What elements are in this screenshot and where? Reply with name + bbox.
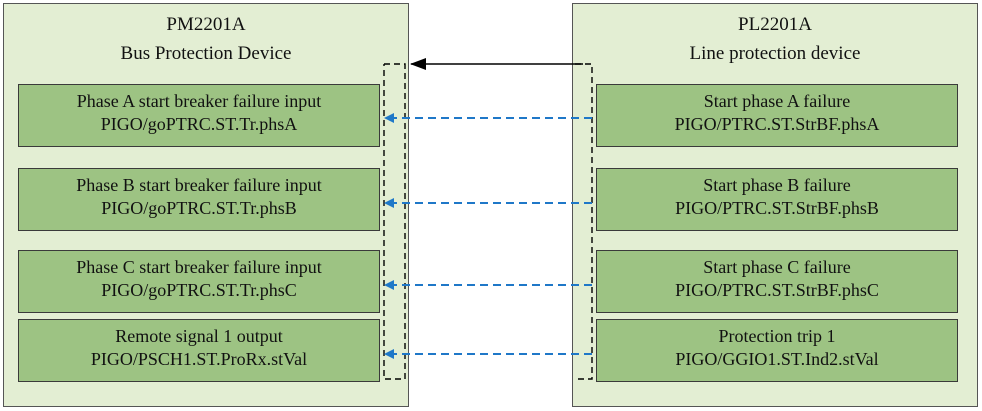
line-outputs-bracket xyxy=(575,63,593,380)
signal-name: Phase B start breaker failure input xyxy=(76,175,322,195)
bus-inputs-bracket xyxy=(383,63,406,380)
signal-name: Remote signal 1 output xyxy=(115,326,283,346)
signal-name: Start phase A failure xyxy=(703,91,851,111)
signal-name: Phase C start breaker failure input xyxy=(76,257,322,277)
line-device-name: Line protection device xyxy=(689,43,861,64)
signal-name: Start phase C failure xyxy=(703,257,851,277)
signal-ref: PIGO/PTRC.ST.StrBF.phsB xyxy=(675,198,879,218)
bus-device-model: PM2201A xyxy=(166,14,246,35)
bus-signal-remote-1: Remote signal 1 output PIGO/PSCH1.ST.Pro… xyxy=(18,319,380,382)
signal-name: Phase A start breaker failure input xyxy=(76,91,322,111)
line-signal-trip-1: Protection trip 1 PIGO/GGIO1.ST.Ind2.stV… xyxy=(596,319,958,382)
signal-ref: PIGO/GGIO1.ST.Ind2.stVal xyxy=(675,349,879,369)
signal-ref: PIGO/goPTRC.ST.Tr.phsB xyxy=(101,198,297,218)
line-signal-phase-a: Start phase A failure PIGO/PTRC.ST.StrBF… xyxy=(596,84,958,147)
line-signal-phase-b: Start phase B failure PIGO/PTRC.ST.StrBF… xyxy=(596,168,958,231)
signal-ref: PIGO/PTRC.ST.StrBF.phsA xyxy=(674,114,880,134)
line-signal-phase-c: Start phase C failure PIGO/PTRC.ST.StrBF… xyxy=(596,250,958,313)
signal-name: Protection trip 1 xyxy=(718,326,836,346)
signal-ref: PIGO/PSCH1.ST.ProRx.stVal xyxy=(90,349,308,369)
signal-ref: PIGO/goPTRC.ST.Tr.phsA xyxy=(100,114,298,134)
bus-signal-phase-c: Phase C start breaker failure input PIGO… xyxy=(18,250,380,313)
signal-name: Start phase B failure xyxy=(703,175,851,195)
signal-ref: PIGO/PTRC.ST.StrBF.phsC xyxy=(675,280,879,300)
signal-ref: PIGO/goPTRC.ST.Tr.phsC xyxy=(101,280,297,300)
bus-device-name: Bus Protection Device xyxy=(120,43,292,64)
line-device-model: PL2201A xyxy=(738,14,812,35)
bus-signal-phase-a: Phase A start breaker failure input PIGO… xyxy=(18,84,380,147)
bus-signal-phase-b: Phase B start breaker failure input PIGO… xyxy=(18,168,380,231)
